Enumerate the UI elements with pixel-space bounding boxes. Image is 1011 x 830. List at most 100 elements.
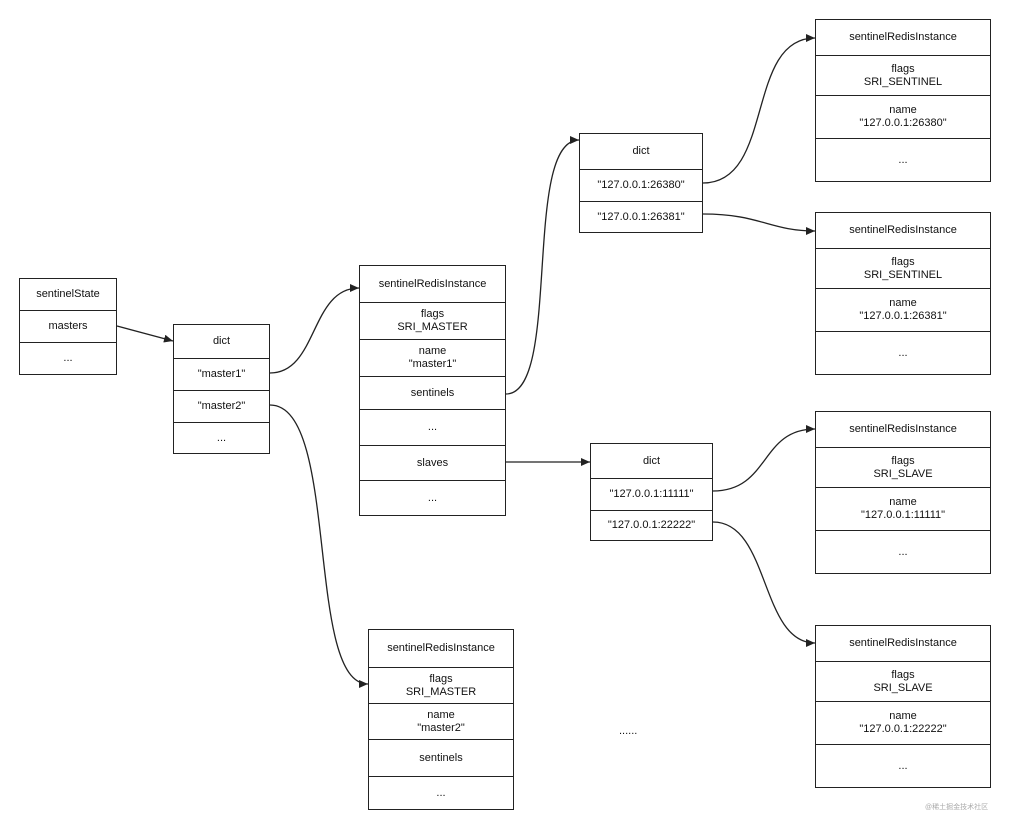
instance-title: sentinelRedisInstance — [849, 224, 957, 236]
more-field: ... — [898, 759, 908, 772]
sentinel-state-title: sentinelState — [36, 288, 100, 300]
flags-label: flags — [891, 62, 915, 75]
arrow-11111-to-instance — [712, 425, 816, 492]
name-label: name — [427, 708, 455, 721]
name-cell: name"127.0.0.1:26380" — [816, 96, 990, 139]
more-cell: ... — [360, 410, 505, 446]
name-value: "127.0.0.1:26381" — [859, 310, 947, 322]
sentinel-state-more-cell: ... — [20, 343, 116, 374]
more-field: ... — [436, 786, 446, 799]
instance-title-cell: sentinelRedisInstance — [816, 20, 990, 56]
name-label: name — [418, 345, 447, 357]
arrow-22222-to-instance — [712, 521, 816, 647]
more-field: ... — [216, 431, 227, 444]
dict-key-11111: "127.0.0.1:11111" — [609, 488, 694, 500]
flags-label: flags — [420, 308, 445, 320]
name-label: name — [889, 710, 917, 722]
master1-key-cell: "master1" — [174, 359, 269, 391]
instance-title: sentinelRedisInstance — [387, 642, 495, 654]
watermark: @稀土掘金技术社区 — [925, 804, 989, 811]
sentinels-field: sentinels — [410, 386, 455, 399]
flags-label: flags — [891, 255, 915, 268]
masters-field: masters — [48, 320, 88, 332]
dict-key-22222: "127.0.0.1:22222" — [607, 519, 696, 531]
dict-key-master2: "master2" — [197, 400, 246, 412]
continuation-ellipsis: ...... — [619, 725, 638, 737]
sentinel-state-masters-cell: masters — [20, 311, 116, 343]
instance-title-cell: sentinelRedisInstance — [816, 626, 990, 662]
masters-dict-box: dict "master1" "master2" ... — [173, 324, 270, 454]
dict-key-cell: "127.0.0.1:22222" — [591, 511, 712, 540]
masters-dict-title-cell: dict — [174, 325, 269, 359]
sentinels-cell: sentinels — [360, 377, 505, 410]
name-label: name — [889, 104, 917, 116]
name-label: name — [889, 297, 917, 309]
more-field: ... — [898, 346, 908, 359]
sentinel-state-title-cell: sentinelState — [20, 279, 116, 311]
dict-key-26381: "127.0.0.1:26381" — [597, 210, 685, 223]
instance-title: sentinelRedisInstance — [849, 423, 957, 435]
name-value: "master1" — [408, 358, 457, 370]
flags-value: SRI_SLAVE — [873, 467, 933, 480]
master2-key-cell: "master2" — [174, 391, 269, 423]
arrow-sentinels-to-dict — [505, 136, 580, 395]
instance-title: sentinelRedisInstance — [849, 637, 957, 649]
slaves-dict-box: dict "127.0.0.1:11111" "127.0.0.1:22222" — [590, 443, 713, 541]
more-field: ... — [63, 352, 73, 364]
arrow-masters-to-dict — [116, 325, 174, 343]
dict-title-cell: dict — [580, 134, 702, 170]
dict-title-cell: dict — [591, 444, 712, 479]
instance-title-cell: sentinelRedisInstance — [360, 266, 505, 303]
dict-key-cell: "127.0.0.1:26380" — [580, 170, 702, 202]
name-label: name — [889, 496, 917, 508]
sentinel-state-box: sentinelState masters ... — [19, 278, 117, 375]
name-value: "127.0.0.1:11111" — [860, 509, 946, 521]
more-cell: ... — [369, 777, 513, 809]
name-value: "127.0.0.1:22222" — [859, 723, 947, 735]
flags-label: flags — [429, 672, 453, 685]
flags-value: SRI_MASTER — [405, 685, 477, 698]
more-field: ... — [898, 545, 908, 558]
masters-dict-more-cell: ... — [174, 423, 269, 453]
slaves-cell: slaves — [360, 446, 505, 481]
name-cell: name"127.0.0.1:11111" — [816, 488, 990, 531]
arrow-master2-to-instance — [269, 404, 369, 688]
name-cell: name"master1" — [360, 340, 505, 377]
more-cell: ... — [816, 332, 990, 374]
arrow-master1-to-instance — [269, 284, 360, 374]
more-cell: ... — [816, 139, 990, 181]
dict-key-master1: "master1" — [197, 368, 246, 380]
name-cell: name"127.0.0.1:26381" — [816, 289, 990, 332]
more-cell: ... — [816, 531, 990, 573]
flags-value: SRI_SENTINEL — [863, 268, 943, 281]
dict-title: dict — [642, 454, 661, 467]
slaves-field: slaves — [416, 456, 449, 469]
dict-title: dict — [632, 145, 650, 157]
instance-title-cell: sentinelRedisInstance — [816, 412, 990, 448]
sentinels-field: sentinels — [419, 751, 463, 764]
dict-key-cell: "127.0.0.1:11111" — [591, 479, 712, 511]
more-cell: ... — [360, 481, 505, 515]
arrow-26381-to-instance — [702, 213, 816, 235]
more-cell: ... — [816, 745, 990, 787]
instance-title: sentinelRedisInstance — [849, 31, 957, 43]
flags-label: flags — [891, 454, 915, 467]
more-field: ... — [898, 153, 908, 166]
sentinels-cell: sentinels — [369, 740, 513, 777]
instance-title-cell: sentinelRedisInstance — [369, 630, 513, 668]
sentinels-dict-box: dict "127.0.0.1:26380" "127.0.0.1:26381" — [579, 133, 703, 233]
instance-title: sentinelRedisInstance — [378, 277, 487, 290]
more-field: ... — [427, 491, 438, 504]
flags-label: flags — [891, 668, 915, 681]
